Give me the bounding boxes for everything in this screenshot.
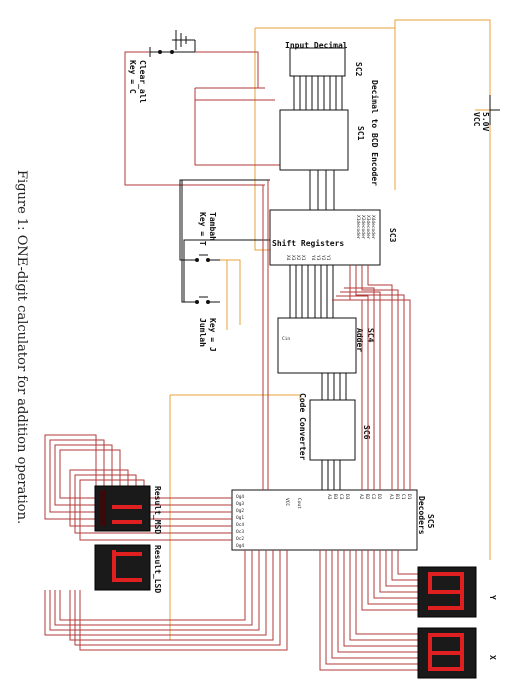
svg-text:X1: X1 bbox=[300, 255, 306, 261]
clear-wiring bbox=[124, 51, 300, 186]
sc5-label: SC5 bbox=[426, 514, 435, 529]
sc3-pin-labels-right: X1decoder X2decoder X3decoder X4decoder bbox=[355, 215, 376, 240]
svg-text:A3: A3 bbox=[326, 494, 332, 500]
tambah-switch[interactable]: Tambah Key = T bbox=[188, 212, 220, 262]
svg-text:Og2: Og2 bbox=[236, 508, 244, 514]
svg-text:C1: C1 bbox=[400, 494, 406, 500]
svg-text:Og3: Og3 bbox=[236, 501, 244, 507]
sc1-title: Decimal to BCD Encoder bbox=[370, 80, 380, 186]
sc1-label: SC1 bbox=[356, 126, 365, 141]
sc2-title: Input Decimal bbox=[285, 40, 348, 50]
svg-text:Oc4: Oc4 bbox=[236, 522, 244, 528]
data-bus-wiring bbox=[262, 180, 411, 490]
display-y-label: Y bbox=[488, 595, 497, 600]
vcc-wiring bbox=[169, 19, 500, 640]
svg-text:B3: B3 bbox=[332, 494, 338, 500]
svg-text:D2: D2 bbox=[376, 494, 382, 500]
sc3-shift-registers: Shift Registers SC3 X4 X3 X2 X1 Y4 Y3 Y2… bbox=[269, 209, 397, 318]
svg-text:Y3: Y3 bbox=[315, 255, 321, 261]
result-msd-label: Result_MSD bbox=[153, 486, 162, 534]
sc5-decoders: SC5 Decoders Og4 Og3 Og2 Og1 Oc4 Oc3 Oc2… bbox=[231, 489, 435, 551]
result-lsd-label: Result_LSD bbox=[153, 545, 162, 593]
svg-text:A1: A1 bbox=[388, 494, 394, 500]
display-x: X bbox=[417, 627, 497, 679]
vcc-symbol: 5.0V VCC bbox=[472, 95, 500, 131]
svg-text:Y1: Y1 bbox=[325, 255, 331, 261]
svg-text:VCC: VCC bbox=[284, 498, 290, 506]
clear-all-switch[interactable]: Clear_all Key = C bbox=[128, 40, 196, 104]
sc6-label: SC6 bbox=[362, 425, 371, 440]
jumlah-key: Key = J bbox=[208, 318, 217, 352]
sc5-pin-labels: Og4 Og3 Og2 Og1 Oc4 Oc3 Oc2 Og4 Cout VCC… bbox=[236, 494, 412, 549]
sc4-label: SC4 bbox=[366, 328, 375, 343]
sc5-title: Decoders bbox=[417, 496, 426, 535]
sc3-label: SC3 bbox=[388, 228, 397, 243]
tambah-label: Tambah bbox=[208, 212, 217, 241]
svg-text:Y2: Y2 bbox=[320, 255, 326, 261]
svg-text:B1: B1 bbox=[394, 494, 400, 500]
display-x-label: X bbox=[488, 655, 497, 660]
svg-text:X3: X3 bbox=[290, 255, 296, 261]
figure-caption: Figure 1: ONE-digit calculator for addit… bbox=[14, 170, 29, 524]
svg-text:Og4: Og4 bbox=[236, 543, 244, 549]
svg-text:A2: A2 bbox=[358, 494, 364, 500]
svg-text:D3: D3 bbox=[344, 494, 350, 500]
ground-symbol bbox=[172, 30, 195, 50]
vcc-net: VCC bbox=[472, 112, 481, 127]
svg-text:Cout: Cout bbox=[296, 498, 302, 509]
sc3-pin-labels-left: X4 X3 X2 X1 Y4 Y3 Y2 Y1 bbox=[285, 255, 331, 261]
svg-text:Cin: Cin bbox=[282, 336, 290, 342]
svg-text:D1: D1 bbox=[406, 494, 412, 500]
svg-text:B2: B2 bbox=[364, 494, 370, 500]
sc4-adder: Cin SC4 Adder bbox=[277, 317, 375, 400]
sc1-output-pins bbox=[309, 170, 335, 210]
sc1-encoder: SC1 Decimal to BCD Encoder bbox=[279, 80, 380, 210]
svg-text:Oc2: Oc2 bbox=[236, 536, 244, 542]
sc6-title: Code Converter bbox=[298, 393, 307, 461]
svg-text:C2: C2 bbox=[370, 494, 376, 500]
svg-text:X2: X2 bbox=[295, 255, 301, 261]
tambah-key: Key = T bbox=[198, 212, 207, 246]
svg-text:Og1: Og1 bbox=[236, 515, 244, 521]
sc2-pins bbox=[293, 76, 343, 110]
clear-all-key: Key = C bbox=[128, 60, 137, 94]
svg-text:X1decoder: X1decoder bbox=[355, 215, 361, 240]
sc6-code-converter: SC6 Code Converter bbox=[298, 393, 371, 461]
clear-all-label: Clear_all bbox=[138, 60, 147, 104]
sc4-title: Adder bbox=[355, 328, 364, 352]
display-result-lsd: Result_LSD bbox=[94, 544, 162, 593]
svg-text:X3decoder: X3decoder bbox=[365, 215, 371, 240]
sc2-label: SC2 bbox=[354, 62, 363, 77]
display-y: Y bbox=[417, 566, 497, 618]
display-result-msd: Result_MSD bbox=[94, 485, 162, 534]
svg-text:X4decoder: X4decoder bbox=[370, 215, 376, 240]
svg-text:Y4: Y4 bbox=[310, 255, 316, 261]
svg-text:C3: C3 bbox=[338, 494, 344, 500]
jumlah-switch[interactable]: Key = J Jumlah bbox=[188, 296, 220, 352]
vcc-voltage: 5.0V bbox=[481, 112, 490, 131]
svg-text:Og4: Og4 bbox=[236, 494, 244, 500]
svg-text:Oc3: Oc3 bbox=[236, 529, 244, 535]
sc3-title: Shift Registers bbox=[272, 238, 344, 248]
jumlah-label: Jumlah bbox=[198, 318, 207, 347]
svg-text:X4: X4 bbox=[285, 255, 291, 261]
sc4-output-pins bbox=[321, 373, 347, 400]
sc3-output-pins bbox=[289, 265, 334, 318]
key-wiring bbox=[179, 179, 270, 303]
svg-text:X2decoder: X2decoder bbox=[360, 215, 366, 240]
sc2-input-decimal: Input Decimal SC2 bbox=[285, 40, 363, 110]
